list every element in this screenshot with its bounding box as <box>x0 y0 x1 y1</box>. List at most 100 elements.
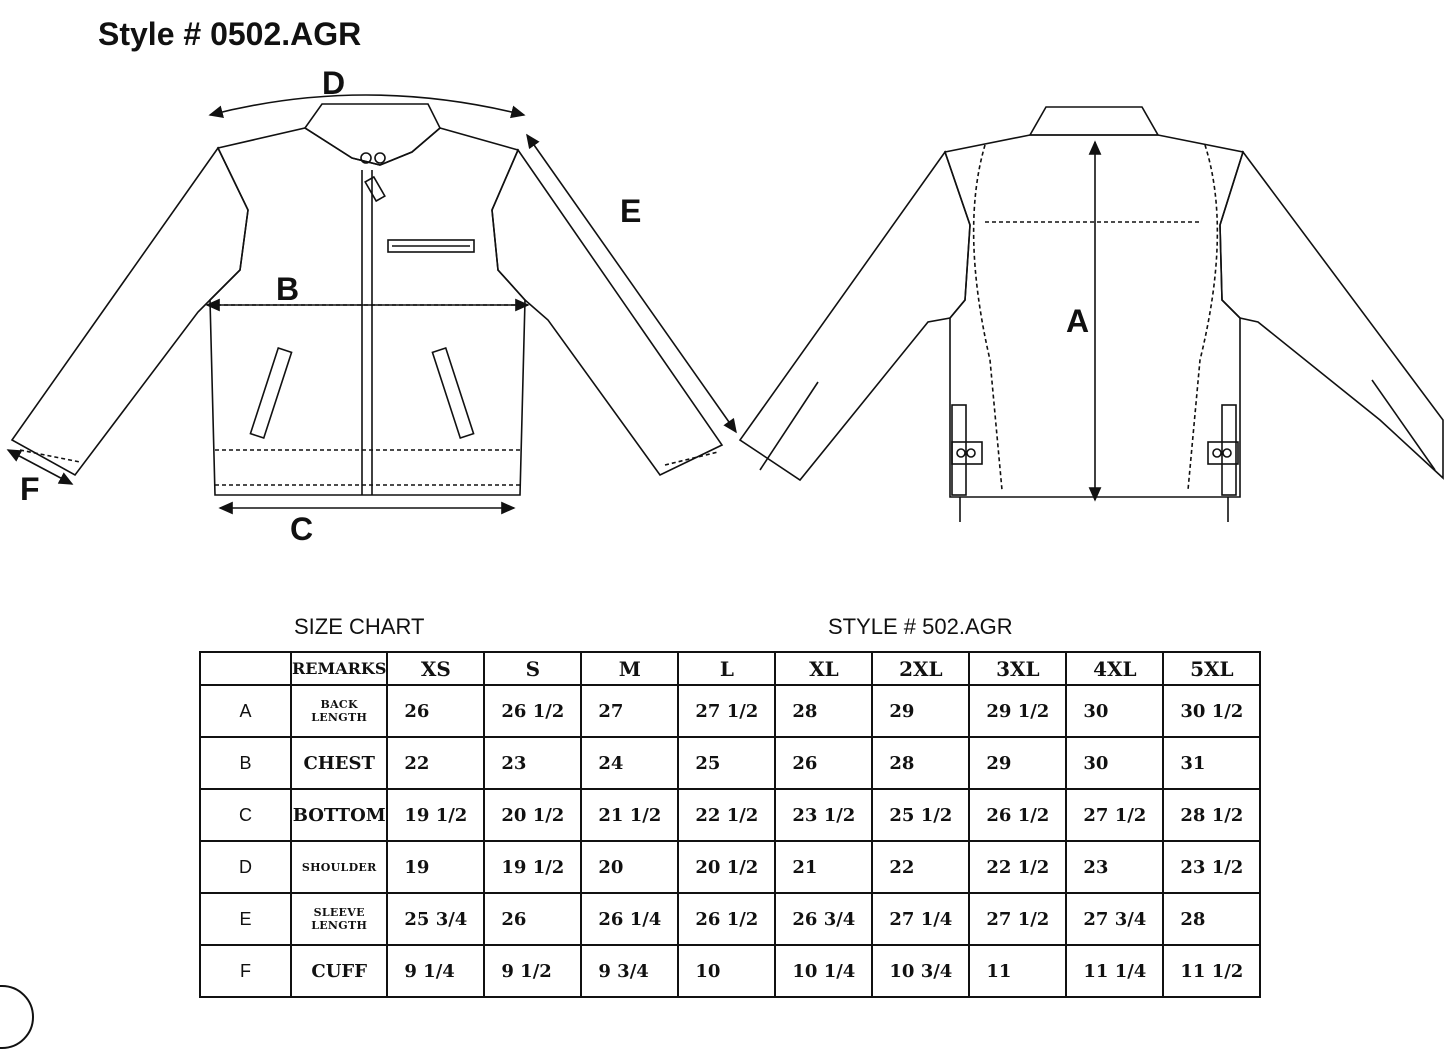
size-value-cell: 22 1/2 <box>677 788 777 842</box>
size-value-cell: 27 1/4 <box>871 892 971 946</box>
size-value-cell: 9 1/4 <box>386 944 486 998</box>
row-letter: C <box>199 788 292 842</box>
size-value-cell: 19 1/2 <box>386 788 486 842</box>
style-title: Style # 0502.AGR <box>98 16 362 52</box>
size-value-cell: 9 3/4 <box>580 944 680 998</box>
size-value-cell: 27 <box>580 684 680 738</box>
size-value-cell: 26 <box>774 736 874 790</box>
row-remark: SLEEVE LENGTH <box>289 892 389 946</box>
header-size: 3XL <box>968 651 1068 686</box>
size-value-cell: 30 <box>1065 684 1165 738</box>
label-b: B <box>276 271 299 307</box>
size-value-cell: 10 <box>677 944 777 998</box>
size-value-cell: 29 <box>968 736 1068 790</box>
size-value-cell: 29 <box>871 684 971 738</box>
row-letter: E <box>199 892 292 946</box>
size-value-cell: 26 1/2 <box>483 684 583 738</box>
size-value-cell: 26 <box>483 892 583 946</box>
size-value-cell: 27 1/2 <box>1065 788 1165 842</box>
size-header-row: REMARKS XS S M L XL 2XL 3XL 4XL 5XL <box>199 651 1262 686</box>
size-value-cell: 24 <box>580 736 680 790</box>
header-size: XL <box>774 651 874 686</box>
size-chart-caption: SIZE CHART <box>294 614 425 639</box>
row-letter: B <box>199 736 292 790</box>
size-value-cell: 23 1/2 <box>774 788 874 842</box>
jacket-technical-drawing: D B C E F A <box>6 65 1444 547</box>
size-value-cell: 20 1/2 <box>677 840 777 894</box>
size-value-cell: 27 1/2 <box>968 892 1068 946</box>
front-dimension-arrows <box>6 94 737 515</box>
corner-decoration <box>0 985 34 1049</box>
row-remark: BACK LENGTH <box>289 684 389 738</box>
size-value-cell: 19 <box>386 840 486 894</box>
size-value-cell: 28 <box>871 736 971 790</box>
size-value-cell: 11 1/2 <box>1162 944 1262 998</box>
row-remark: SHOULDER <box>289 840 389 894</box>
size-value-cell: 23 1/2 <box>1162 840 1262 894</box>
size-value-cell: 30 <box>1065 736 1165 790</box>
row-remark: CUFF <box>289 944 389 998</box>
size-value-cell: 30 1/2 <box>1162 684 1262 738</box>
header-size: 4XL <box>1065 651 1165 686</box>
label-f: F <box>20 471 40 507</box>
size-value-cell: 31 <box>1162 736 1262 790</box>
row-letter: D <box>199 840 292 894</box>
label-d: D <box>322 65 345 101</box>
size-value-cell: 9 1/2 <box>483 944 583 998</box>
size-value-cell: 22 <box>386 736 486 790</box>
size-value-cell: 11 <box>968 944 1068 998</box>
row-letter: F <box>199 944 292 998</box>
size-value-cell: 21 1/2 <box>580 788 680 842</box>
style-number-caption: STYLE # 502.AGR <box>828 614 1013 639</box>
size-value-cell: 26 1/4 <box>580 892 680 946</box>
size-value-cell: 27 3/4 <box>1065 892 1165 946</box>
size-value-cell: 25 1/2 <box>871 788 971 842</box>
size-value-cell: 11 1/4 <box>1065 944 1165 998</box>
header-size: XS <box>386 651 486 686</box>
size-value-cell: 23 <box>483 736 583 790</box>
header-blank <box>199 651 292 686</box>
size-value-cell: 22 1/2 <box>968 840 1068 894</box>
header-remarks: REMARKS <box>289 651 389 686</box>
jacket-back-view <box>738 106 1444 522</box>
header-size: 2XL <box>871 651 971 686</box>
label-e: E <box>620 193 641 229</box>
size-value-cell: 20 1/2 <box>483 788 583 842</box>
header-size: S <box>483 651 583 686</box>
size-value-cell: 19 1/2 <box>483 840 583 894</box>
size-value-cell: 20 <box>580 840 680 894</box>
row-letter: A <box>199 684 292 738</box>
size-value-cell: 10 3/4 <box>871 944 971 998</box>
size-value-cell: 23 <box>1065 840 1165 894</box>
size-value-cell: 10 1/4 <box>774 944 874 998</box>
size-value-cell: 22 <box>871 840 971 894</box>
header-size: M <box>580 651 680 686</box>
size-value-cell: 26 1/2 <box>968 788 1068 842</box>
header-size: L <box>677 651 777 686</box>
size-value-cell: 25 3/4 <box>386 892 486 946</box>
label-a: A <box>1066 303 1089 339</box>
size-value-cell: 28 <box>774 684 874 738</box>
size-value-cell: 25 <box>677 736 777 790</box>
size-value-cell: 26 3/4 <box>774 892 874 946</box>
row-remark: CHEST <box>289 736 389 790</box>
jacket-front-view <box>10 103 724 496</box>
row-remark: BOTTOM <box>289 788 389 842</box>
label-c: C <box>290 511 313 547</box>
size-value-cell: 28 1/2 <box>1162 788 1262 842</box>
size-value-cell: 28 <box>1162 892 1262 946</box>
size-value-cell: 27 1/2 <box>677 684 777 738</box>
size-value-cell: 26 <box>386 684 486 738</box>
header-size: 5XL <box>1162 651 1262 686</box>
size-value-cell: 26 1/2 <box>677 892 777 946</box>
size-value-cell: 21 <box>774 840 874 894</box>
size-value-cell: 29 1/2 <box>968 684 1068 738</box>
